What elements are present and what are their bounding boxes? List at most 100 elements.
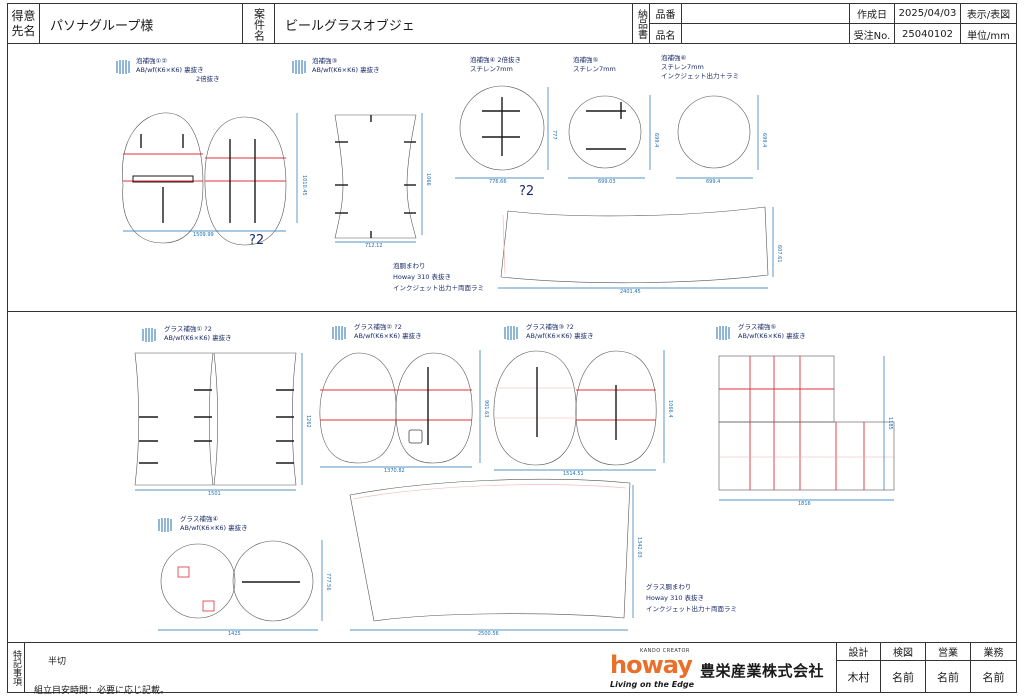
hinban-value	[682, 4, 850, 24]
display-label: 表示/表図	[961, 4, 1016, 24]
glass-3-part-outline	[493, 350, 577, 466]
dim-text: 1370.82	[384, 468, 405, 474]
dim-text: 777.56	[325, 573, 331, 591]
dim-text: 1816	[798, 501, 811, 507]
dim-text: 901.63	[483, 400, 489, 418]
glass-4-part-outline	[160, 543, 236, 619]
part-label-glass-4: グラス補強④ AB/wf(K6×K6) 裏抜き	[156, 515, 248, 533]
project-value: ビールグラスオブジェ	[275, 4, 633, 44]
dim-text: 1010.45	[301, 175, 307, 196]
created-label: 作成日	[850, 4, 895, 24]
part-stripe-icon	[142, 328, 156, 342]
company-name: 豊栄産業株式会社	[700, 662, 825, 680]
quantity-mark: ?2	[519, 184, 535, 199]
part-label-glass-2: グラス補強② ?2 AB/wf(K6×K6) 裏抜き	[330, 323, 422, 341]
name-ops: 名前	[982, 671, 1005, 684]
section-divider	[8, 311, 1016, 312]
foam-6-part-outline	[677, 95, 751, 169]
foam-2-part-outline	[204, 116, 287, 246]
part-label-foam-1-2: 泡補強①② AB/wf(K6×K6) 裏抜き 2倍抜き	[114, 57, 220, 84]
part-label-glass-3: グラス補強③ ?2 AB/wf(K6×K6) 裏抜き	[502, 323, 594, 341]
glass-4-part-outline	[232, 540, 314, 622]
name-sales: 名前	[926, 661, 971, 693]
glass-5-part-outline	[718, 421, 895, 491]
foam-5-part-outline	[568, 95, 642, 169]
glass-3-part-outline	[575, 350, 657, 466]
created-value: 2025/04/03	[895, 4, 961, 24]
note-line-1: 半切	[48, 657, 67, 667]
glass-wrap-outline	[349, 478, 631, 622]
dim-text: 777	[551, 130, 557, 140]
slot-lines	[132, 97, 626, 583]
logo-tagline: Living on the Edge	[610, 680, 695, 689]
part-label-glass-1: グラス補強① ?2 AB/wf(K6×K6) 裏抜き	[140, 325, 232, 343]
glass-1-part-outline	[134, 352, 214, 486]
customer-label: 得意先名	[8, 4, 40, 44]
part-label-foam-wrap: 泡胴まわり Howay 310 表抜き インクジェット出力＋両面ラミ	[393, 262, 484, 292]
foam-3-part-outline	[334, 114, 417, 239]
dimension-lines	[123, 87, 894, 631]
dim-text: 776.66	[489, 179, 507, 185]
dim-text: 1425	[228, 631, 241, 637]
part-stripe-icon	[716, 326, 730, 340]
drawing-sheet: 得意先名 パソナグループ様 案件名 ビールグラスオブジェ 納品書 品番 品名 作…	[7, 3, 1017, 696]
company-logo: KANDO CREATOR howay Living on the Edge 豊…	[608, 647, 838, 691]
glass-2-part-outline	[319, 352, 397, 464]
dim-text: 712.12	[365, 243, 383, 249]
title-block-header: 得意先名 パソナグループ様 案件名 ビールグラスオブジェ 納品書 品番 品名 作…	[8, 4, 1016, 44]
role-sales: 営業	[926, 643, 971, 661]
dim-text: 699.4	[653, 133, 659, 147]
dim-text: 2401.45	[620, 289, 641, 295]
hinmei-value	[682, 24, 850, 44]
cut-lines	[123, 153, 865, 490]
part-stripe-icon	[158, 518, 172, 532]
part-label-glass-5: グラス補強⑤ AB/wf(K6×K6) 裏抜き	[714, 323, 806, 341]
unit-label: 単位/mm	[967, 30, 1010, 42]
part-label-foam-5: 泡補強⑤ スチレン7mm	[573, 56, 616, 73]
part-stripe-icon	[116, 60, 130, 74]
customer-value: パソナグループ様	[40, 4, 243, 44]
hinmei-label: 品名	[650, 24, 682, 44]
dim-text: 699.03	[598, 179, 616, 185]
order-label: 受注No.	[850, 24, 895, 44]
glass-2-part-outline	[395, 352, 473, 464]
role-check: 検図	[881, 643, 926, 661]
dim-text: 1066	[425, 173, 431, 186]
part-stripe-icon	[332, 326, 346, 340]
dim-text: 1514.51	[563, 471, 584, 477]
dim-text: 1509.99	[193, 232, 214, 238]
dim-text: 699.4	[761, 133, 767, 147]
glass-1-part-outline	[213, 352, 297, 486]
dim-text: 1262	[305, 415, 311, 428]
note-line-2: 組立目安時間：必要に応じ記載。	[34, 686, 170, 696]
title-block-footer: 特記事項 半切 組立目安時間：必要に応じ記載。 KANDO CREATOR ho…	[8, 642, 1016, 696]
part-label-foam-4: 泡補強④ 2倍抜き スチレン7mm	[470, 56, 522, 73]
hinban-label: 品番	[650, 4, 682, 24]
part-label-glass-wrap: グラス胴まわり Howay 310 表抜き インクジェット出力＋両面ラミ	[646, 583, 737, 613]
part-label-foam-3: 泡補強③ AB/wf(K6×K6) 裏抜き	[290, 57, 380, 75]
notes-label: 特記事項	[8, 643, 25, 693]
foam-wrap-outline	[500, 206, 769, 284]
delivery-label: 納品書	[633, 4, 650, 44]
logo-small-text: KANDO CREATOR	[640, 648, 690, 654]
dim-text: 699.4	[706, 179, 720, 185]
logo-brand: howay	[610, 651, 693, 679]
dim-text: 607.61	[776, 245, 782, 263]
name-design: 木村	[836, 661, 881, 693]
order-value: 25040102	[895, 24, 961, 44]
dim-text: 1342.03	[636, 537, 642, 558]
part-stripe-icon	[504, 326, 518, 340]
drawing-canvas: 1509.99 1010.45 712.12 1066 776.66 777 6…	[122, 85, 895, 637]
foam-4-part-outline	[459, 85, 545, 171]
role-ops: 業務	[971, 643, 1016, 661]
name-check: 名前	[881, 661, 926, 693]
dim-text: 1501	[208, 491, 221, 497]
role-design: 設計	[836, 643, 881, 661]
part-stripe-icon	[292, 60, 306, 74]
dim-text: 1185	[887, 417, 893, 430]
part-label-foam-6: 泡補強⑥ スチレン7mm インクジェット出力＋ラミ	[661, 54, 739, 80]
dim-text: 2500.56	[478, 631, 499, 637]
dim-text: 1066.4	[667, 400, 673, 418]
project-label: 案件名	[243, 4, 275, 44]
foam-1-part-outline	[122, 112, 204, 244]
